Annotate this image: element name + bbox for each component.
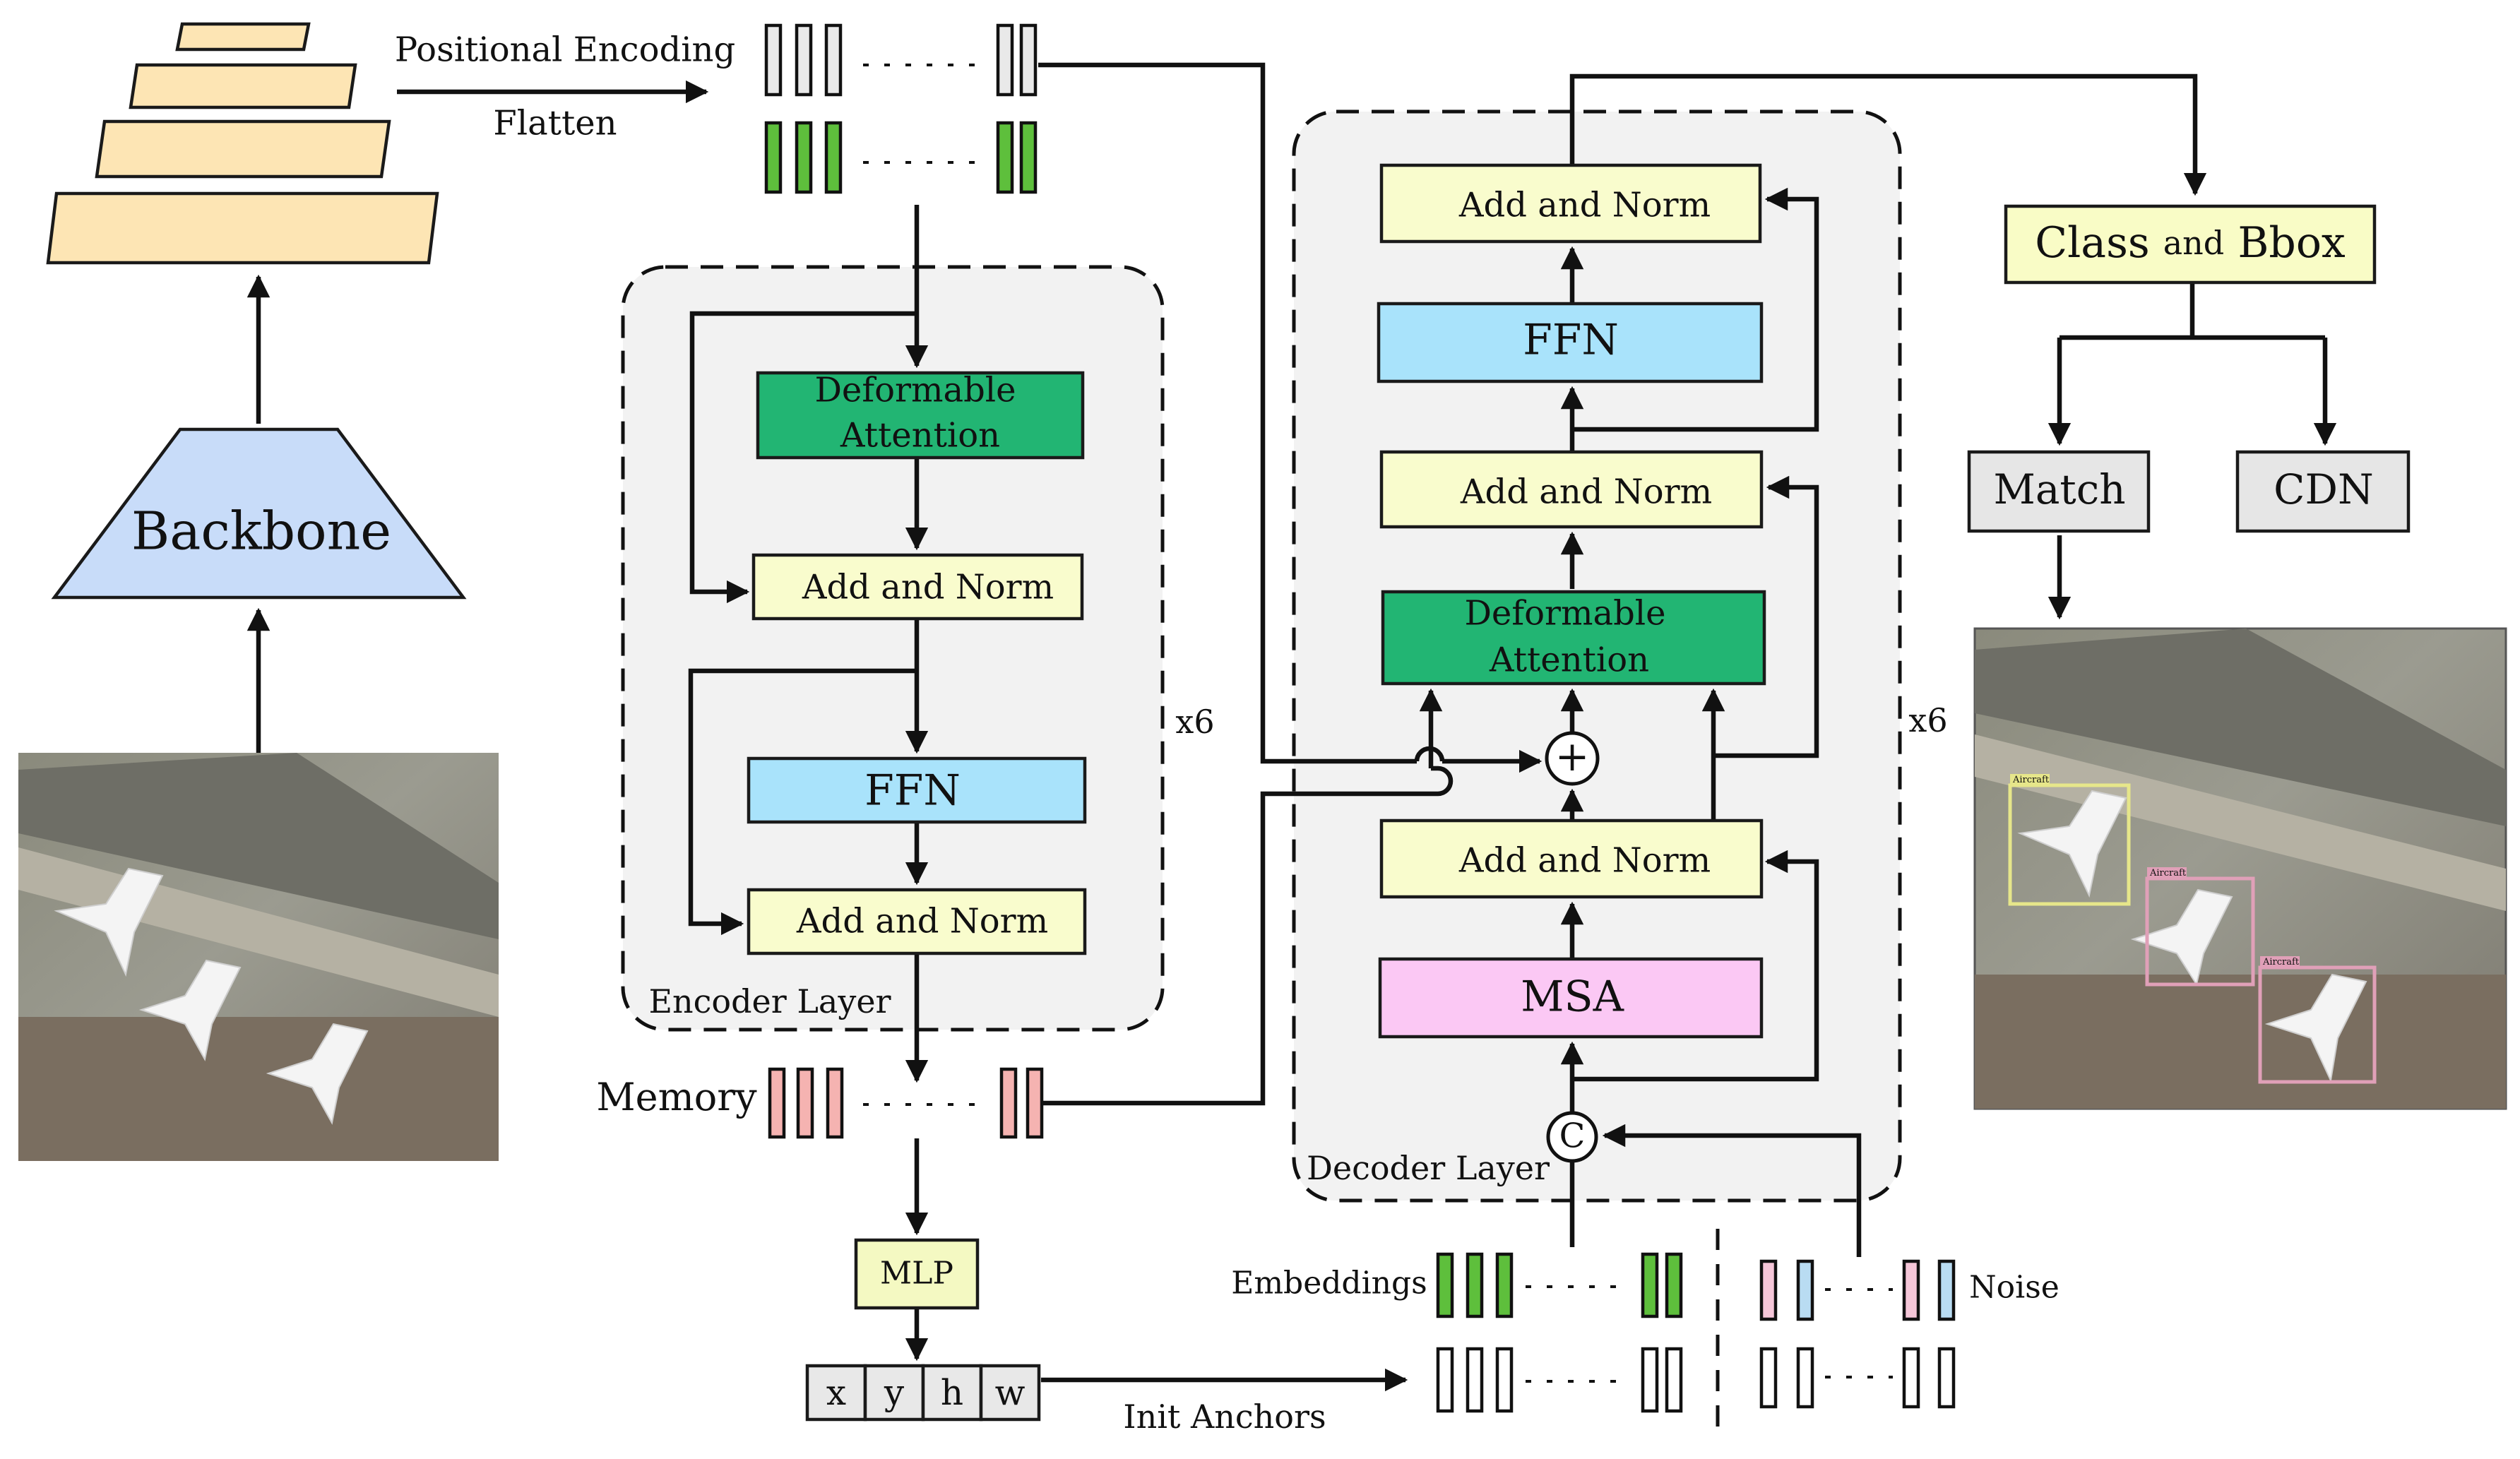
class-bbox-block [2004,204,2377,285]
positional-encoding-label: Positional Encoding [395,30,735,70]
embedding-tokens [1436,1252,1683,1318]
backbone-block [51,427,467,600]
encoder-ffn-block [747,756,1087,824]
encoder-deformable-label-2: Attention [840,416,1000,455]
decoder-deformable-label-2: Attention [1489,641,1649,680]
mlp-block [854,1238,980,1310]
encoder-add-norm-1 [751,553,1084,621]
airplane-icon [54,867,369,1125]
input-aerial-image [18,753,499,1161]
decoder-add-node [1545,731,1600,786]
memory-tokens [768,1067,1044,1139]
airplane-icon [2017,790,2367,1083]
pyramid-level-2 [95,119,391,179]
pyramid-level-1 [46,191,439,265]
decoder-add-norm-mid-label: Add and Norm [1460,472,1712,512]
decoder-deformable-label-1: Deformable [1464,594,1665,633]
decoder-add-symbol: + [1555,732,1590,780]
encoder-add-norm-1-label: Add and Norm [802,568,1054,607]
memory-label: Memory [596,1075,757,1119]
encoder-connectors [688,205,929,1083]
anchor-tokens [1436,1347,1683,1413]
encoder-add-norm-2-label: Add and Norm [796,902,1048,941]
encoder-deformable-attention-block [756,371,1085,460]
cdn-label: CDN [2274,465,2374,513]
decoder-msa-block [1378,957,1764,1039]
decoder-connectors [1038,62,2207,1257]
class-bbox-label: Class and Bbox [2035,218,2346,268]
embeddings-label: Embeddings [1231,1266,1427,1302]
pyramid-level-4 [175,22,311,52]
init-anchor-cells: x y h w [805,1364,1041,1422]
decoder-deformable-attention-block [1381,590,1766,686]
match-block [1967,450,2151,533]
anchor-cell-x: x [826,1372,846,1413]
decoder-add-norm-mid [1379,450,1764,529]
decoder-add-norm-low-label: Add and Norm [1458,841,1711,881]
detection-label-2: Aircraft [2149,868,2187,879]
detection-box-1 [2008,783,2131,906]
anchor-cell-h: h [941,1372,963,1413]
detection-label-1: Aircraft [2012,775,2050,785]
decoder-ffn-label: FFN [1523,316,1619,365]
detection-label-3: Aircraft [2262,957,2300,967]
output-detection-image: Aircraft Aircraft Aircraft [1973,627,2507,1110]
noise-tokens [1759,1259,1956,1321]
decoder-concat-node [1546,1111,1598,1163]
decoder-ffn-block [1377,302,1764,383]
head-branch-connectors [2048,284,2337,620]
flatten-label: Flatten [493,104,617,143]
anchor-cell-y: y [884,1372,905,1413]
encoder-deformable-label-1: Deformable [814,371,1016,410]
encoder-layer-label: Encoder Layer [648,982,891,1020]
decoder-msa-label: MSA [1521,972,1624,1022]
decoder-repeat-label: x6 [1908,701,1947,739]
anchor-cell-w: w [995,1372,1026,1413]
pyramid-level-3 [129,63,357,109]
cdn-block [2235,450,2411,533]
noise-anchor-tokens [1759,1347,1956,1409]
detection-box-2 [2145,876,2255,987]
decoder-layer-label: Decoder Layer [1307,1149,1550,1187]
encoder-repeat-label: x6 [1175,703,1214,741]
flattened-tokens-gray [764,23,1038,97]
decoder-concat-symbol: C [1559,1116,1586,1156]
mlp-label: MLP [880,1256,953,1292]
noise-label: Noise [1969,1270,2060,1306]
feature-pyramid [46,22,439,265]
match-label: Match [1993,465,2125,513]
detection-box-3 [2258,965,2377,1084]
decoder-add-norm-top-label: Add and Norm [1458,186,1711,225]
encoder-add-norm-2 [747,888,1087,955]
backbone-label: Backbone [131,501,391,561]
flattened-tokens-green [764,121,1038,194]
decoder-add-norm-top [1379,163,1762,244]
encoder-ffn-label: FFN [864,766,961,816]
decoder-add-norm-low [1379,818,1764,899]
init-anchors-label: Init Anchors [1123,1398,1326,1436]
